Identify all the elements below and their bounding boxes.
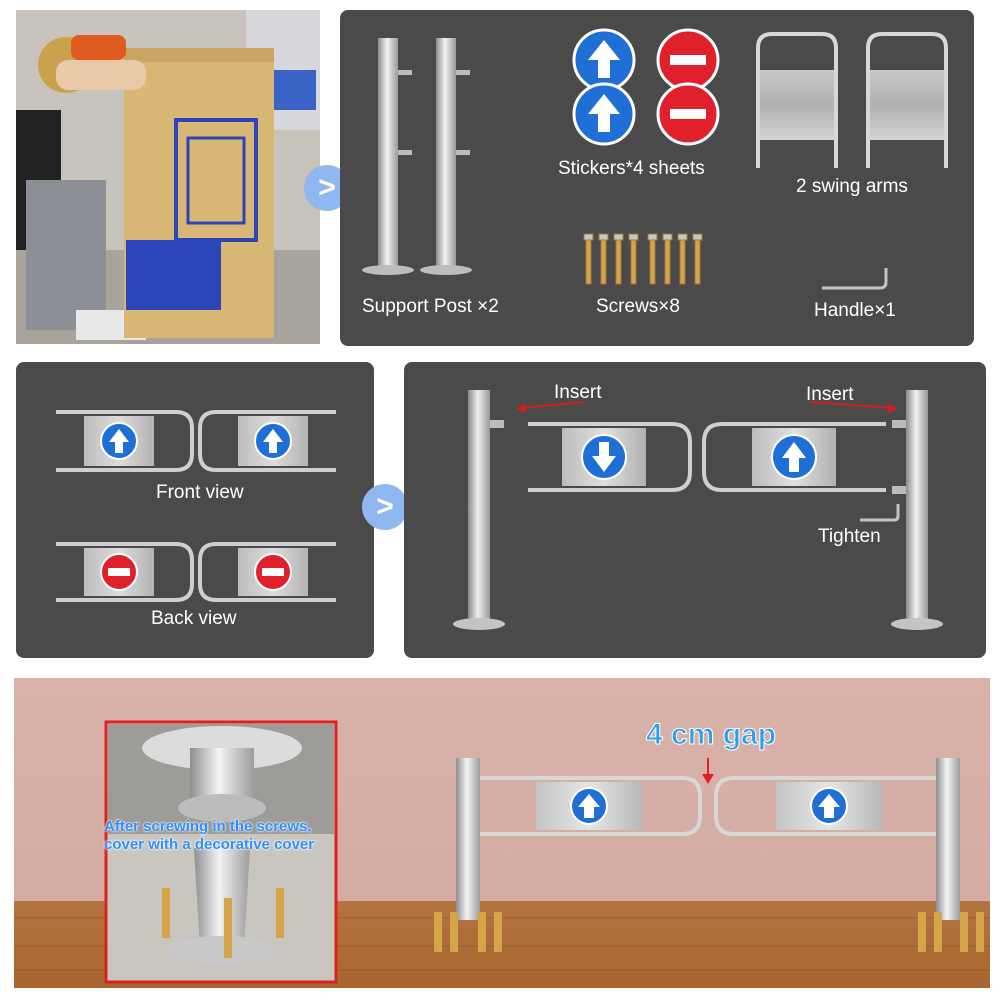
next-arrow-icon-2: > xyxy=(362,484,408,530)
assembly-panel: Insert Insert Tighten xyxy=(404,362,986,658)
right-post-image xyxy=(891,390,943,630)
parts-panel: Stickers*4 sheets 2 swing arms Support P… xyxy=(340,10,974,346)
insert-right-label: Insert xyxy=(806,384,854,405)
insert-arrow-left-icon xyxy=(516,401,585,413)
back-view-arms xyxy=(56,542,336,602)
back-view-label: Back view xyxy=(151,608,237,629)
installed-right-post xyxy=(918,758,984,952)
swing-arm-image xyxy=(756,32,948,168)
support-post-label: Support Post ×2 xyxy=(362,296,499,317)
sticker-up-icon xyxy=(572,28,636,146)
screws-image xyxy=(583,233,703,285)
stickers-label: Stickers*4 sheets xyxy=(558,158,705,179)
front-view-arms xyxy=(56,410,336,472)
caption-line-1: After screwing in the screws, xyxy=(104,818,312,835)
assembly-arms xyxy=(528,422,886,492)
screw-detail-photo xyxy=(104,720,338,984)
support-post-image xyxy=(362,38,472,275)
gap-arrow-icon xyxy=(702,758,714,784)
left-post-image xyxy=(453,390,505,630)
installed-arms xyxy=(480,776,936,836)
installed-scene: 4 cm gap After screwing in the screws, c… xyxy=(14,678,990,988)
hex-key-icon xyxy=(822,268,888,290)
packing-photo xyxy=(16,10,320,344)
tighten-key-icon xyxy=(860,504,900,522)
gap-label: 4 cm gap xyxy=(645,718,777,752)
decorative-cover-caption: After screwing in the screws, cover with… xyxy=(104,818,314,854)
swing-arms-label: 2 swing arms xyxy=(796,176,908,197)
sticker-stop-icon xyxy=(656,28,720,146)
tighten-label: Tighten xyxy=(818,526,881,547)
insert-left-label: Insert xyxy=(554,382,602,403)
views-panel: Front view Back view xyxy=(16,362,374,658)
screws-label: Screws×8 xyxy=(596,296,680,317)
handle-label: Handle×1 xyxy=(814,300,896,321)
installed-left-post xyxy=(434,758,502,952)
caption-line-2: cover with a decorative cover xyxy=(104,836,315,853)
insert-arrow-right-icon xyxy=(809,401,898,413)
front-view-label: Front view xyxy=(156,482,244,503)
